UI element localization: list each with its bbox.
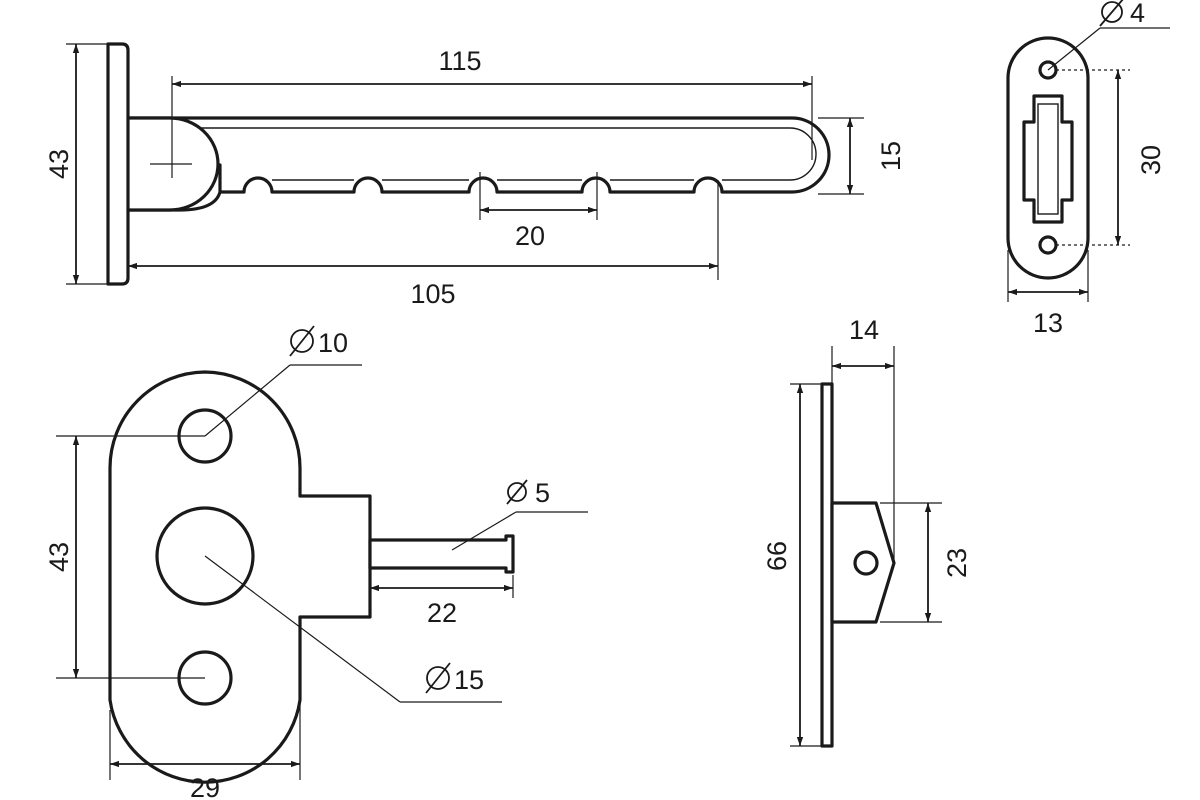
base-view: 10 5 22 15 43 29: [44, 325, 588, 800]
diameter-symbol: [289, 325, 315, 357]
dim-label-115: 115: [438, 46, 481, 76]
base-pin: [368, 534, 515, 574]
plate-slot: [1022, 94, 1074, 224]
diameter-symbol: [425, 662, 451, 694]
plate-view: 4 30 13: [1006, 0, 1170, 338]
leader-line: [204, 364, 291, 437]
dim-label-23: 23: [942, 548, 972, 578]
leader-line: [204, 555, 401, 703]
leader-line: [451, 511, 517, 551]
dim-label-29: 29: [190, 773, 220, 800]
bracket-inner-edge: [180, 127, 817, 181]
base-side-view: 14 66 23: [762, 315, 972, 748]
leader-line: [1047, 27, 1101, 71]
dim-label-20: 20: [515, 221, 545, 251]
dim-label-13: 13: [1033, 308, 1063, 338]
side-lug-hole: [853, 550, 879, 576]
bracket-body: [106, 42, 831, 286]
diameter-symbol: [1099, 0, 1124, 27]
dim-label-14: 14: [849, 315, 879, 345]
dim-label-105: 105: [410, 279, 455, 309]
dim-label-66: 66: [762, 541, 792, 571]
dim-label-43-bottom: 43: [44, 542, 74, 572]
dim-label-d15: 15: [454, 665, 484, 695]
diameter-symbol: [506, 479, 528, 505]
dim-label-22: 22: [427, 598, 457, 628]
plate-hole-bottom: [1038, 235, 1058, 255]
dim-label-43-top: 43: [44, 149, 74, 179]
dim-label-d4: 4: [1130, 0, 1145, 28]
dim-label-d5: 5: [535, 478, 550, 508]
dim-label-30: 30: [1136, 145, 1166, 175]
dim-label-15: 15: [876, 141, 906, 171]
plate-slot-inner: [1037, 103, 1059, 215]
bracket-view: 115 43 15 20 105: [44, 42, 906, 309]
dim-label-d10: 10: [318, 328, 348, 358]
